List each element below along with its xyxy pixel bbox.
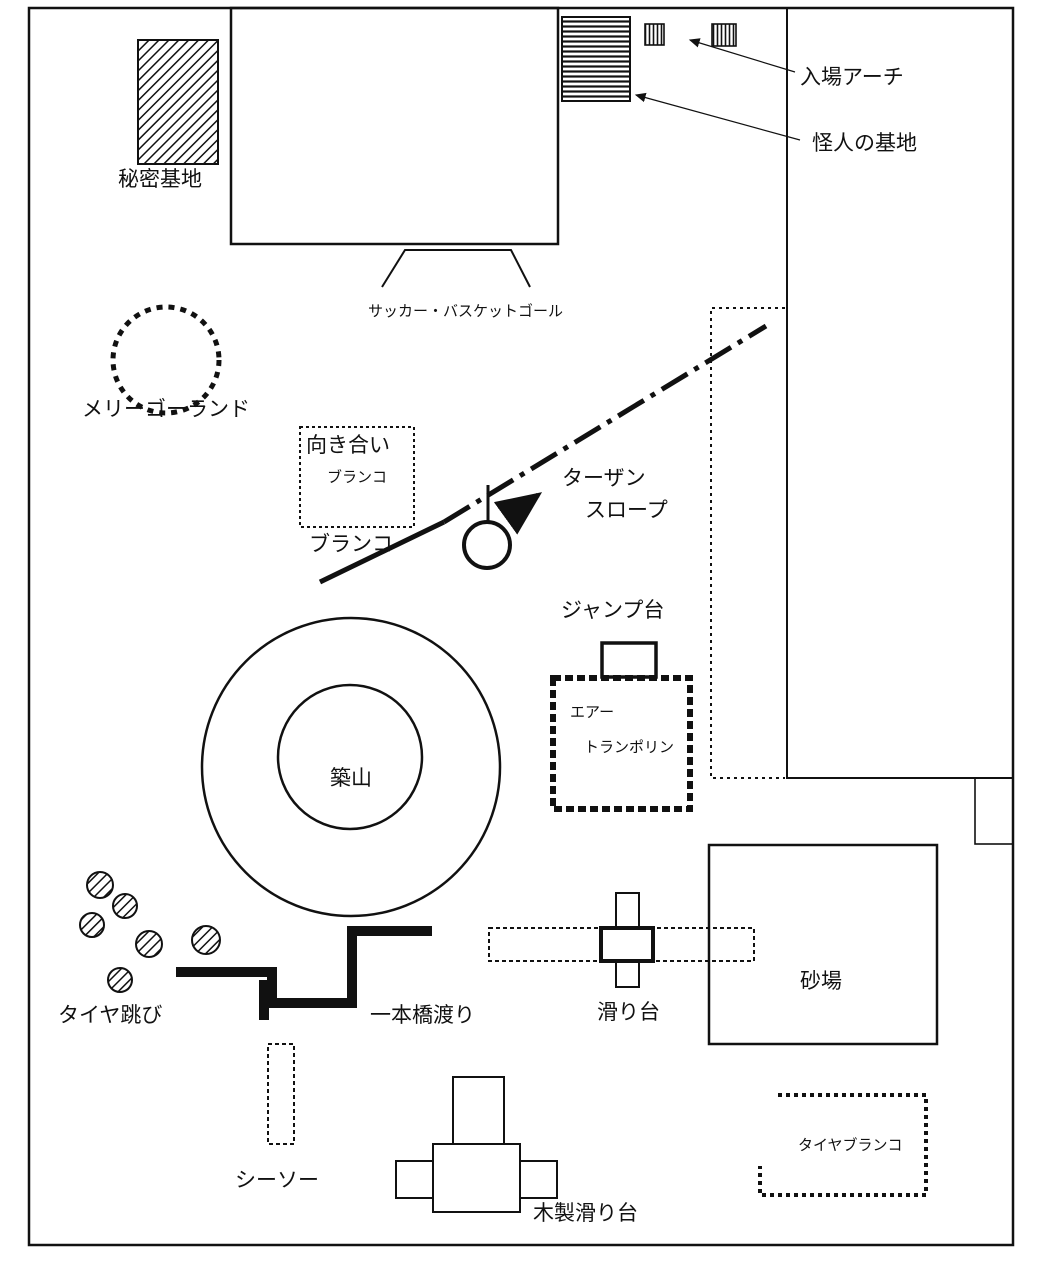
facing-swing	[299, 426, 415, 528]
monster-base	[561, 16, 631, 102]
secret-base-label: 秘密基地	[118, 167, 202, 191]
site-boundary	[27, 6, 1015, 1247]
tarzan-label-2: スロープ	[585, 498, 668, 522]
monster-base-label: 怪人の基地	[812, 131, 917, 155]
entrance-arch-label: 入場アーチ	[800, 65, 904, 89]
air-trampoline-label-2: トランポリン	[584, 738, 674, 756]
tire-jump	[79, 871, 221, 993]
tarzan-label-1: ターザン	[562, 466, 646, 490]
goal	[381, 249, 531, 288]
entrance-arch-pointer	[688, 38, 796, 73]
tarzan-slope	[318, 323, 768, 585]
right-building-outline	[786, 8, 1013, 779]
sandbox	[707, 843, 939, 1046]
entrance-arch-left	[644, 23, 665, 46]
merry-go-round	[110, 304, 222, 416]
jump-stand	[600, 641, 658, 679]
tire-swing	[758, 1093, 928, 1197]
secret-base: 秘密基地	[118, 39, 219, 191]
slide-label: 滑り台	[597, 1000, 660, 1024]
right-small-box	[974, 777, 1014, 845]
balance-beam	[176, 926, 432, 1008]
sandbox-label: 砂場	[800, 969, 842, 993]
facing-swing-label-1: 向き合い	[306, 433, 390, 457]
wooden-slide	[395, 1076, 558, 1213]
artificial-hill-outer	[200, 616, 502, 918]
jump-stand-label: ジャンプ台	[561, 598, 664, 622]
artificial-hill-inner	[276, 683, 424, 831]
dotted-path	[710, 307, 785, 779]
air-trampoline	[550, 675, 693, 812]
facing-swing-label-2: ブランコ	[327, 468, 387, 486]
tire-jump-label: タイヤ跳び	[58, 1003, 162, 1027]
tire-swing-label: タイヤブランコ	[798, 1136, 903, 1154]
artificial-hill-label: 築山	[330, 766, 372, 790]
entrance-arch-right	[711, 23, 737, 47]
seesaw-label: シーソー	[235, 1168, 319, 1192]
slide	[488, 892, 755, 988]
seesaw	[267, 1043, 295, 1145]
balance-beam-label: 一本橋渡り	[370, 1003, 475, 1027]
main-building	[229, 6, 560, 246]
goal-label: サッカー・バスケットゴール	[368, 302, 563, 320]
merry-go-round-label: メリーゴーランド	[82, 397, 250, 421]
wooden-slide-label: 木製滑り台	[533, 1201, 638, 1225]
air-trampoline-label-1: エアー	[570, 703, 614, 721]
monster-base-pointer	[634, 92, 801, 141]
